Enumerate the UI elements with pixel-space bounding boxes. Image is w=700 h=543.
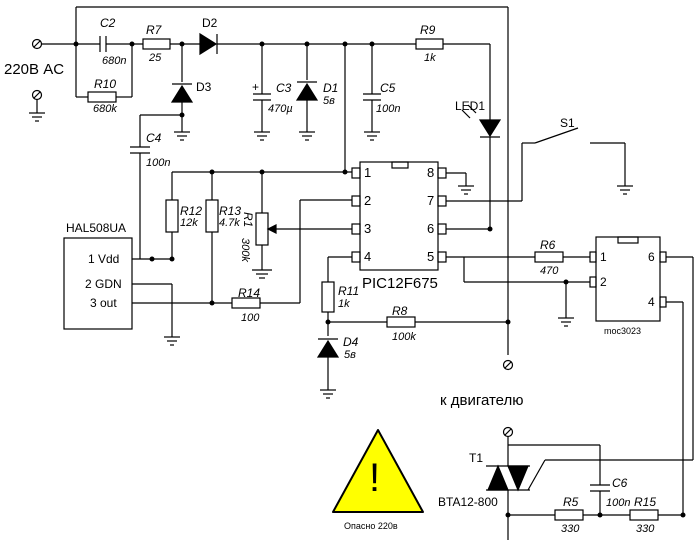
r8-value: 100k xyxy=(392,331,416,343)
opto-pin-4: 4 xyxy=(648,295,655,309)
r13-value: 4.7k xyxy=(219,217,240,229)
warning-triangle xyxy=(332,429,424,513)
r9-value: 1k xyxy=(424,52,436,64)
mcu-name: PIC12F675 xyxy=(362,275,438,292)
mcu-pin-6: 6 xyxy=(427,221,435,236)
r14-ref: R14 xyxy=(238,286,261,300)
d4-ref: D4 xyxy=(343,335,359,349)
r15-value: 330 xyxy=(636,523,655,535)
d2-ref: D2 xyxy=(202,16,218,30)
r6-value: 470 xyxy=(540,265,559,277)
c3-ref: C3 xyxy=(276,81,292,95)
d4-value: 5в xyxy=(344,349,356,361)
sensor-name: HAL508UA xyxy=(66,221,127,235)
r1-ref: R1 xyxy=(241,212,255,228)
c3-plus: + xyxy=(252,80,260,94)
mcu-pin-8: 8 xyxy=(427,165,435,180)
triac-part: BTA12-800 xyxy=(438,495,498,509)
r15-ref: R15 xyxy=(634,495,657,509)
opto-pin-2: 2 xyxy=(600,275,607,289)
opto-pin-6: 6 xyxy=(648,250,655,264)
mcu-pin-5: 5 xyxy=(427,249,435,264)
c2-value: 680n xyxy=(102,55,127,67)
r12-ref: R12 xyxy=(180,204,203,218)
mcu-pin-2: 2 xyxy=(364,193,372,208)
r12-value: 12k xyxy=(180,217,198,229)
triac-terminal xyxy=(502,426,514,438)
mcu-pin-7: 7 xyxy=(427,193,435,208)
c3-value: 470µ xyxy=(268,103,293,115)
d3-ref: D3 xyxy=(196,80,212,94)
mains-label: 220В AC xyxy=(4,61,65,78)
r11-value: 1k xyxy=(338,298,350,310)
warning-icon: ! xyxy=(369,456,381,500)
motor-label: к двигателю xyxy=(440,392,524,409)
mcu-pin-4: 4 xyxy=(364,249,372,264)
triac-ref: T1 xyxy=(469,451,484,465)
c6-ref: C6 xyxy=(612,476,628,490)
c4-value: 100n xyxy=(146,157,171,169)
r11-ref: R11 xyxy=(338,284,360,298)
r7-value: 25 xyxy=(149,52,162,64)
d1-ref: D1 xyxy=(323,81,339,95)
r8-ref: R8 xyxy=(392,304,408,318)
r5-ref: R5 xyxy=(563,495,579,509)
sensor-pin-2: 2 GDN xyxy=(85,277,122,291)
opto-pin-1: 1 xyxy=(600,250,607,264)
opto-name: moc3023 xyxy=(604,326,642,336)
motor-terminal xyxy=(502,359,514,371)
sensor-pin-3: 3 out xyxy=(90,296,117,310)
switch-ref: S1 xyxy=(560,116,575,130)
r7-ref: R7 xyxy=(146,23,162,37)
r13-ref: R13 xyxy=(219,204,242,218)
mcu-pin-3: 3 xyxy=(364,221,372,236)
sensor-pin-1: 1 Vdd xyxy=(88,252,120,266)
c6-value: 100n xyxy=(606,497,631,509)
r9-ref: R9 xyxy=(420,23,436,37)
mcu-pin-1: 1 xyxy=(364,165,372,180)
c5-value: 100n xyxy=(376,103,401,115)
r10-ref: R10 xyxy=(94,77,117,91)
c2-ref: C2 xyxy=(100,16,116,30)
r1-value: 300k xyxy=(239,238,251,262)
r14-value: 100 xyxy=(241,312,260,324)
r5-value: 330 xyxy=(561,523,580,535)
led1-ref: LED1 xyxy=(455,99,486,113)
mains-terminal-2 xyxy=(31,89,43,101)
r6-ref: R6 xyxy=(540,238,556,252)
warning-caption: Опасно 220в xyxy=(344,521,398,531)
c5-ref: C5 xyxy=(380,81,396,95)
r10-value: 680k xyxy=(93,103,117,115)
c4-ref: C4 xyxy=(146,131,162,145)
d1-value: 5в xyxy=(323,95,335,107)
